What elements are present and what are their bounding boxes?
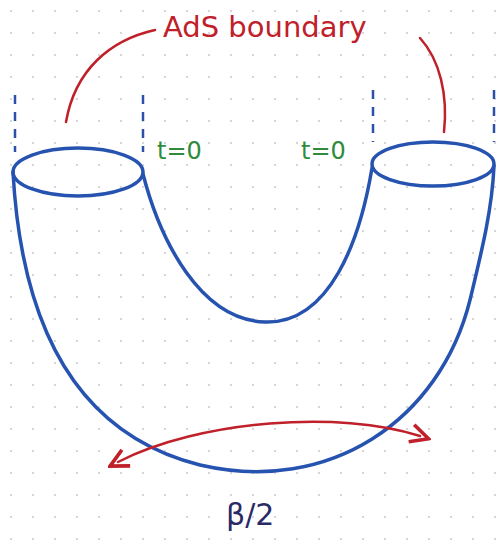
length-label: β/2 [226, 498, 274, 531]
time-label: t=0 [301, 138, 346, 164]
time-label: t=0 [157, 138, 202, 164]
boundary-label: AdS boundary [163, 12, 367, 44]
